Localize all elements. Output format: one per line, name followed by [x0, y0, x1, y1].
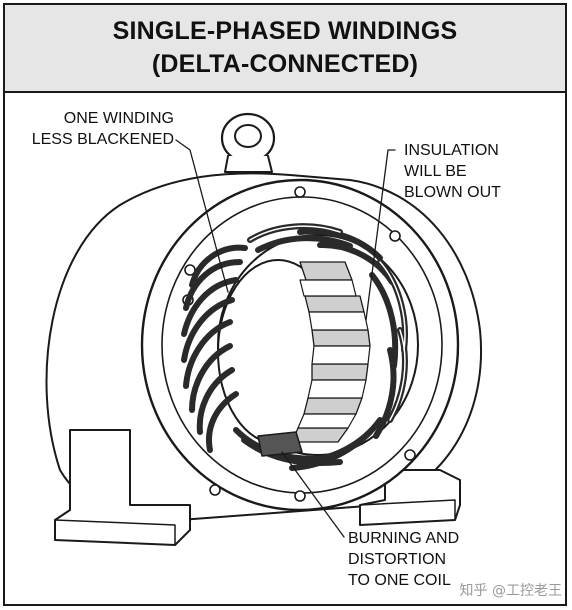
- title-line-1: SINGLE-PHASED WINDINGS: [112, 17, 458, 45]
- burned-coil: [257, 431, 303, 457]
- title-line-2: (DELTA-CONNECTED): [151, 50, 419, 78]
- callout-one-winding-line-1: ONE WINDING: [63, 110, 174, 127]
- callout-one-winding-line-2: LESS BLACKENED: [31, 131, 174, 148]
- callout-insulation-line-1: INSULATION: [404, 142, 499, 159]
- callout-insulation-line-3: BLOWN OUT: [404, 184, 501, 201]
- callout-burning-line-3: TO ONE COIL: [348, 572, 451, 589]
- leader-insulation: [365, 149, 396, 321]
- motor-foot-left: [54, 429, 191, 546]
- callout-one-winding: ONE WINDING LESS BLACKENED: [12, 108, 174, 150]
- stator-teeth: [297, 279, 371, 429]
- callout-leaders: [175, 139, 396, 538]
- lifting-eye-base: [224, 155, 273, 173]
- leader-burning: [281, 451, 345, 538]
- lifting-eye-hole: [234, 124, 262, 148]
- callout-burning-line-2: DISTORTION: [348, 551, 447, 568]
- title-band: SINGLE-PHASED WINDINGS (DELTA-CONNECTED): [5, 5, 565, 93]
- motor-foot-right-detail: [359, 499, 456, 521]
- winding-highlights: [249, 225, 406, 421]
- leader-winding: [175, 139, 229, 293]
- motor-foot-left-detail: [54, 519, 176, 546]
- callout-burning: BURNING AND DISTORTION TO ONE COIL: [348, 528, 459, 591]
- source-watermark: 知乎 @工控老王: [459, 583, 562, 599]
- winding-end-turns-left: [181, 244, 248, 453]
- callout-burning-line-1: BURNING AND: [348, 530, 460, 547]
- callout-insulation-line-2: WILL BE: [404, 163, 467, 180]
- callout-insulation: INSULATION WILL BE BLOWN OUT: [404, 140, 501, 203]
